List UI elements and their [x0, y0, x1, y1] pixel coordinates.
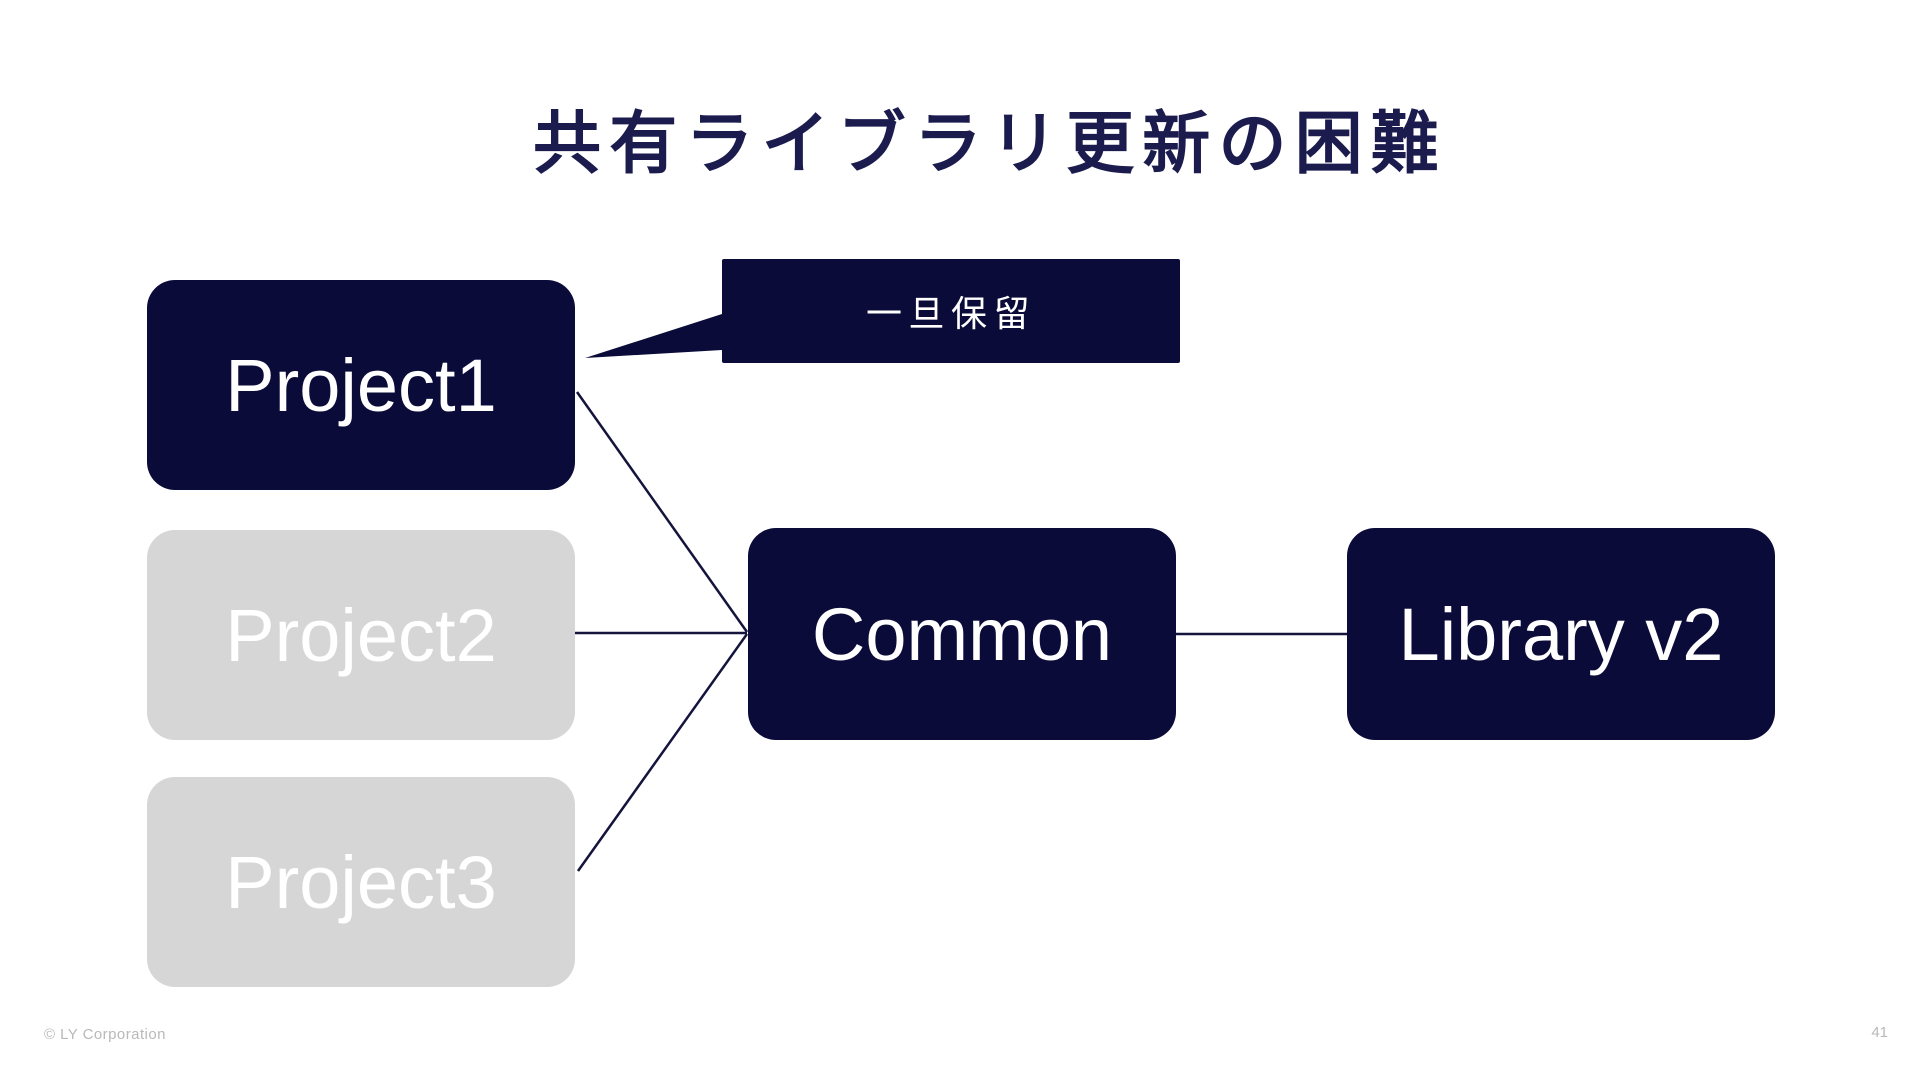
node-project3-label: Project3 [225, 840, 497, 924]
node-project2-label: Project2 [225, 593, 497, 677]
callout-tail [585, 314, 722, 358]
slide-title: 共有ライブラリ更新の困難 [533, 106, 1447, 182]
node-project2: Project2 [147, 530, 575, 740]
callout-box: 一旦保留 [722, 259, 1180, 363]
node-library-v2: Library v2 [1347, 528, 1775, 740]
node-common: Common [748, 528, 1176, 740]
callout-label: 一旦保留 [866, 293, 1036, 334]
node-project1-label: Project1 [225, 343, 497, 427]
node-project3: Project3 [147, 777, 575, 987]
node-library-v2-label: Library v2 [1398, 592, 1724, 676]
node-project1: Project1 [147, 280, 575, 490]
edge-project3-common [576, 633, 749, 872]
node-common-label: Common [811, 592, 1113, 676]
edge-project1-common [575, 391, 749, 633]
footer-copyright: © LY Corporation [44, 1026, 166, 1043]
footer-page-number: 41 [1871, 1024, 1888, 1041]
